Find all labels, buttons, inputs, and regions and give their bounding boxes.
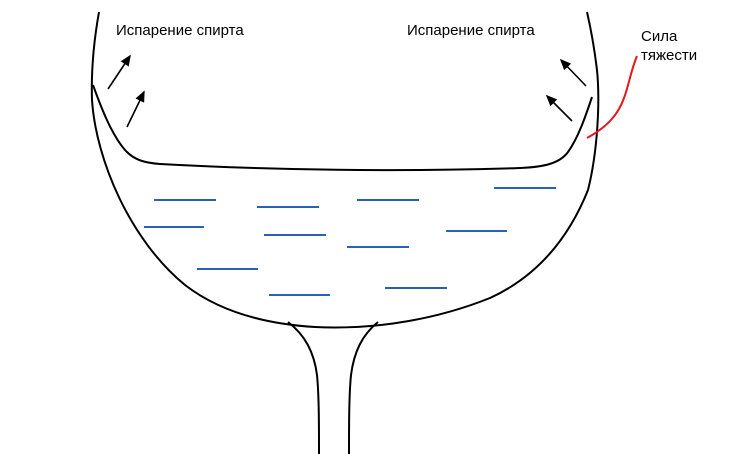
stem-right-line [348,321,379,454]
evaporation-arrows [107,54,587,128]
gravity-label-line1: Сила [641,28,678,45]
gravity-pointer-line [586,55,638,139]
evaporation-arrow [545,94,573,122]
evaporation-arrow [126,90,145,128]
stem-left-line [287,321,320,454]
gravity-label-line2: тяжести [641,47,698,64]
evaporation-arrow [107,54,131,90]
evaporation-label-right: Испарение спирта [407,22,535,39]
liquid-surface-line [92,84,593,172]
liquid-dashes [144,187,556,296]
glass-outer-wall [90,11,600,329]
evaporation-label-left: Испарение спирта [116,22,244,39]
gravity-label: Сила тяжести [641,27,697,65]
evaporation-arrow [559,58,587,87]
